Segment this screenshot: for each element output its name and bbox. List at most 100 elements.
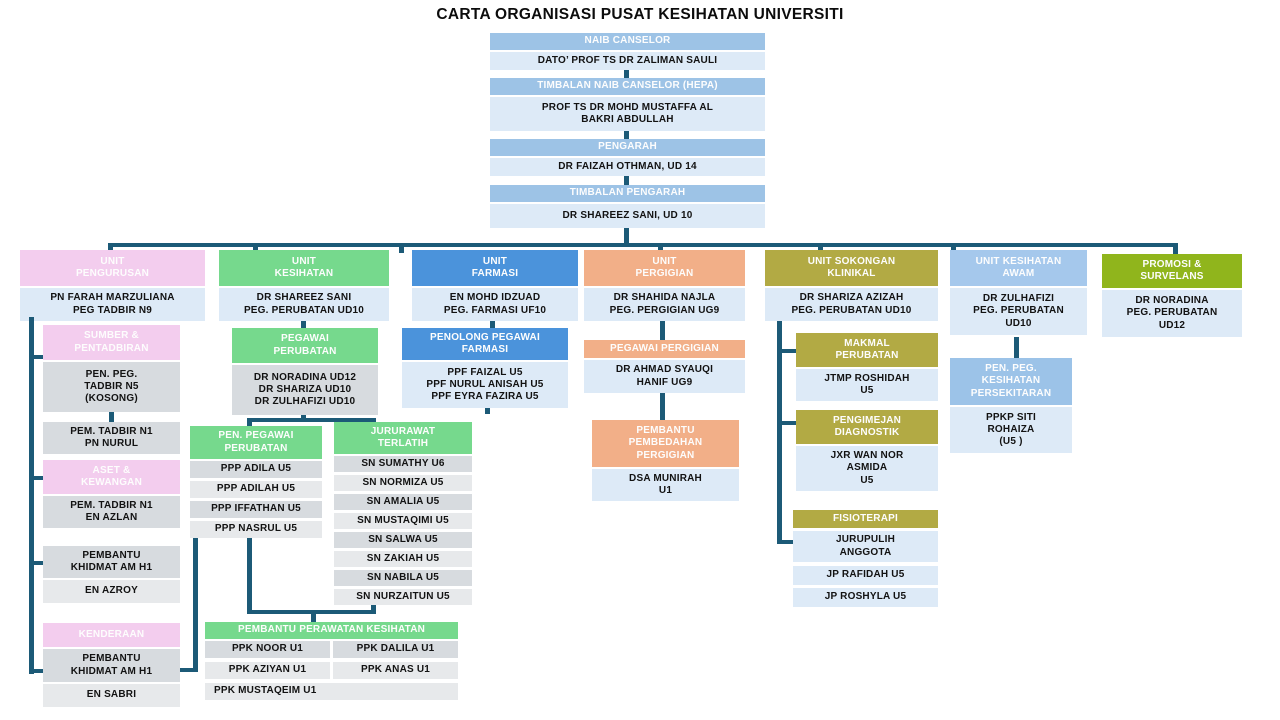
pembantu-perawatan-kesihatan-header: PEMBANTU PERAWATAN KESIHATAN xyxy=(205,622,458,639)
makmal-perubatan-staff: JTMP ROSHIDAH U5 xyxy=(796,369,938,401)
sn-row: SN NORMIZA U5 xyxy=(334,475,472,491)
pegawai-perubatan-staff: DR NORADINA UD12 DR SHARIZA UD10 DR ZULH… xyxy=(232,365,378,415)
connector-line xyxy=(34,355,43,359)
unit-kesihatan-awam-header: UNIT KESIHATAN AWAM xyxy=(950,250,1087,286)
promosi-survelans-header: PROMOSI & SURVELANS xyxy=(1102,254,1242,288)
promosi-survelans-head: DR NORADINA PEG. PERUBATAN UD12 xyxy=(1102,290,1242,337)
unit-kesihatan-header: UNIT KESIHATAN xyxy=(219,250,389,286)
connector-line xyxy=(108,243,113,253)
pegawai-pergigian-staff: DR AHMAD SYAUQI HANIF UG9 xyxy=(584,360,745,393)
aset-kewangan-staff: PEM. TADBIR N1 EN AZLAN xyxy=(43,496,180,528)
ppk-cell: PPK DALILA U1 xyxy=(333,641,458,658)
unit-farmasi-header: UNIT FARMASI xyxy=(412,250,578,286)
naib-canselor-header: NAIB CANSELOR xyxy=(490,33,765,50)
connector-line xyxy=(247,610,376,614)
connector-line xyxy=(624,70,629,78)
connector-line xyxy=(247,538,252,610)
connector-line xyxy=(311,614,316,622)
pengimejan-diagnostik-staff: JXR WAN NOR ASMIDA U5 xyxy=(796,446,938,491)
naib-canselor-name: DATO’ PROF TS DR ZALIMAN SAULI xyxy=(490,52,765,70)
connector-line xyxy=(180,668,198,672)
pembantu-khidmat-am-staff: EN AZROY xyxy=(43,580,180,603)
unit-pergigian-head: DR SHAHIDA NAJLA PEG. PERGIGIAN UG9 xyxy=(584,288,745,321)
unit-kesihatan-awam-head: DR ZULHAFIZI PEG. PERUBATAN UD10 xyxy=(950,288,1087,335)
connector-line xyxy=(34,669,43,673)
jururawat-terlatih-header: JURURAWAT TERLATIH xyxy=(334,422,472,454)
ppk-cell: PPK ANAS U1 xyxy=(333,662,458,679)
connector-line xyxy=(253,243,258,253)
connector-line xyxy=(660,321,665,340)
ppk-cell: PPK NOOR U1 xyxy=(205,641,330,658)
sn-row: SN NABILA U5 xyxy=(334,570,472,586)
unit-sokongan-klinikal-header: UNIT SOKONGAN KLINIKAL xyxy=(765,250,938,286)
connector-bus xyxy=(108,243,1178,247)
pen-pegawai-perubatan-header: PEN. PEGAWAI PERUBATAN xyxy=(190,426,322,459)
connector-line xyxy=(109,412,114,422)
connector-trunk xyxy=(777,321,782,544)
connector-line xyxy=(301,415,306,420)
connector-line xyxy=(951,243,956,253)
connector-line xyxy=(193,536,198,672)
fisioterapi-header: FISIOTERAPI xyxy=(793,510,938,528)
connector-line xyxy=(371,605,376,610)
connector-line xyxy=(624,228,629,244)
fisioterapi-staff: JURUPULIH ANGGOTA xyxy=(793,531,938,562)
unit-pengurusan-header: UNIT PENGURUSAN xyxy=(20,250,205,286)
makmal-perubatan-header: MAKMAL PERUBATAN xyxy=(796,333,938,367)
pembantu-khidmat-am-box: PEMBANTU KHIDMAT AM H1 xyxy=(43,546,180,578)
unit-pengurusan-head: PN FARAH MARZULIANA PEG TADBIR N9 xyxy=(20,288,205,321)
connector-line xyxy=(782,349,796,353)
pen-peg-kesihatan-persekitaran-staff: PPKP SITI ROHAIZA (U5 ) xyxy=(950,407,1072,453)
fisioterapi-staff-2: JP RAFIDAH U5 xyxy=(793,566,938,585)
connector-line xyxy=(247,418,252,427)
pegawai-perubatan-header: PEGAWAI PERUBATAN xyxy=(232,328,378,363)
pen-peg-kesihatan-persekitaran-header: PEN. PEG. KESIHATAN PERSEKITARAN xyxy=(950,358,1072,405)
penolong-pegawai-farmasi-staff: PPF FAIZAL U5 PPF NURUL ANISAH U5 PPF EY… xyxy=(402,362,568,408)
sn-row: SN AMALIA U5 xyxy=(334,494,472,510)
ppp-row: PPP ADILAH U5 xyxy=(190,481,322,498)
connector-line xyxy=(660,393,665,420)
connector-line xyxy=(818,243,823,253)
connector-line xyxy=(1014,337,1019,358)
ppp-row: PPP ADILA U5 xyxy=(190,461,322,478)
sn-row: SN MUSTAQIMI U5 xyxy=(334,513,472,529)
kenderaan-staff: EN SABRI xyxy=(43,684,180,707)
connector-line xyxy=(247,418,376,422)
connector-line xyxy=(658,243,663,253)
connector-line xyxy=(782,540,793,544)
sn-row: SN NURZAITUN U5 xyxy=(334,589,472,605)
timbalan-naib-canselor-header: TIMBALAN NAIB CANSELOR (HEPA) xyxy=(490,78,765,95)
connector-line xyxy=(1173,243,1178,255)
aset-kewangan-header: ASET & KEWANGAN xyxy=(43,460,180,494)
pengimejan-diagnostik-header: PENGIMEJAN DIAGNOSTIK xyxy=(796,410,938,444)
sumber-pentadbiran-staff: PEN. PEG. TADBIR N5 (KOSONG) xyxy=(43,362,180,412)
connector-line xyxy=(485,408,490,414)
unit-sokongan-klinikal-head: DR SHARIZA AZIZAH PEG. PERUBATAN UD10 xyxy=(765,288,938,321)
unit-farmasi-head: EN MOHD IDZUAD PEG. FARMASI UF10 xyxy=(412,288,578,321)
connector-trunk xyxy=(29,317,34,674)
unit-pergigian-header: UNIT PERGIGIAN xyxy=(584,250,745,286)
kenderaan-box: PEMBANTU KHIDMAT AM H1 xyxy=(43,649,180,682)
sn-row: SN SALWA U5 xyxy=(334,532,472,548)
sn-row: SN SUMATHY U6 xyxy=(334,456,472,472)
ppk-cell: PPK MUSTAQEIM U1 xyxy=(205,683,458,700)
fisioterapi-staff-3: JP ROSHYLA U5 xyxy=(793,588,938,607)
connector-line xyxy=(624,131,629,139)
connector-line xyxy=(490,321,495,329)
penolong-pegawai-farmasi-header: PENOLONG PEGAWAI FARMASI xyxy=(402,328,568,360)
kenderaan-header: KENDERAAN xyxy=(43,623,180,647)
pengarah-header: PENGARAH xyxy=(490,139,765,156)
pengarah-name: DR FAIZAH OTHMAN, UD 14 xyxy=(490,158,765,176)
connector-line xyxy=(782,421,796,425)
ppp-row: PPP NASRUL U5 xyxy=(190,521,322,538)
timbalan-naib-canselor-name: PROF TS DR MOHD MUSTAFFA AL BAKRI ABDULL… xyxy=(490,97,765,131)
pegawai-pergigian-header: PEGAWAI PERGIGIAN xyxy=(584,340,745,358)
unit-kesihatan-head: DR SHAREEZ SANI PEG. PERUBATAN UD10 xyxy=(219,288,389,321)
sn-row: SN ZAKIAH U5 xyxy=(334,551,472,567)
connector-line xyxy=(301,321,306,329)
timbalan-pengarah-name: DR SHAREEZ SANI, UD 10 xyxy=(490,204,765,228)
connector-line xyxy=(34,476,43,480)
ppp-row: PPP IFFATHAN U5 xyxy=(190,501,322,518)
ppk-cell: PPK AZIYAN U1 xyxy=(205,662,330,679)
